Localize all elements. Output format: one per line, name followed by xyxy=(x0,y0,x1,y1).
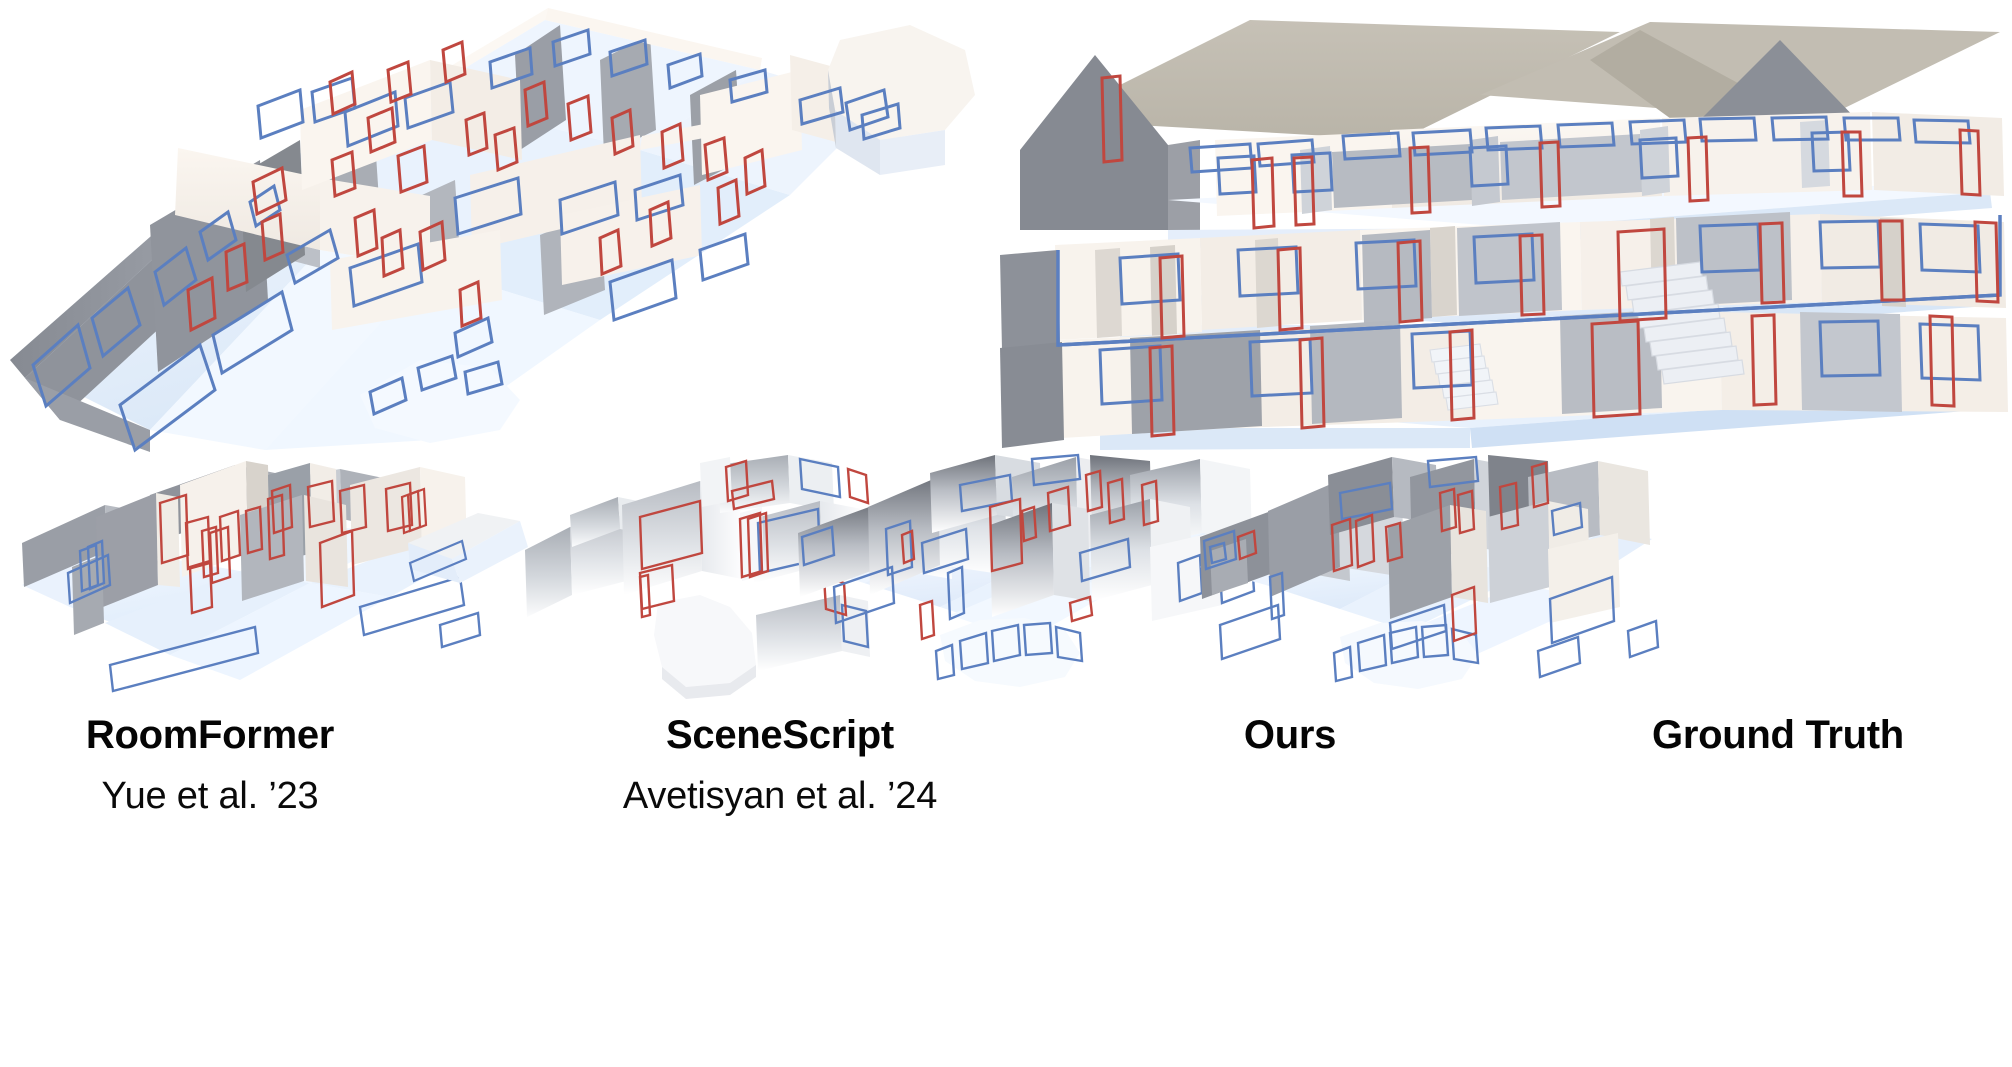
roof-surfaces xyxy=(1050,20,2000,140)
method-label-roomformer: RoomFormer xyxy=(85,713,335,757)
window-outlines xyxy=(1202,455,1660,683)
panel-multistorey-house-section xyxy=(1000,0,2012,490)
caption-roomformer: RoomFormer Yue et al. ’23 xyxy=(0,715,420,815)
wall-blocks xyxy=(1200,455,1650,623)
caption-row: RoomFormer Yue et al. ’23 SceneScript Av… xyxy=(0,715,2012,1067)
window-outlines-left xyxy=(408,539,468,583)
window-outlines xyxy=(66,539,482,693)
caption-ours: Ours xyxy=(1090,715,1490,777)
method-label-scenescript: SceneScript xyxy=(666,713,894,757)
method-label-ground-truth: Ground Truth xyxy=(1652,713,1904,757)
door-outlines xyxy=(1236,461,1550,643)
citation-label-scenescript: Avetisyan et al. ’24 xyxy=(622,775,938,817)
wall-blocks xyxy=(798,455,1252,621)
method-label-ours: Ours xyxy=(1243,713,1337,757)
panel-ground-truth-thumbnail xyxy=(1190,455,1660,705)
upper-floor-walls xyxy=(1215,112,2004,216)
floor-slab-left xyxy=(408,513,528,583)
panel-ours-thumbnail xyxy=(790,453,1260,705)
door-outlines-left xyxy=(400,487,428,535)
panel-roomformer-thumbnail xyxy=(10,455,482,705)
panel-large-sprawling-floorplan xyxy=(0,0,1000,470)
caption-scenescript: SceneScript Avetisyan et al. ’24 xyxy=(565,715,995,815)
caption-ground-truth: Ground Truth xyxy=(1578,715,1978,777)
door-outlines xyxy=(158,479,414,615)
window-outlines xyxy=(1056,115,2002,406)
door-outlines xyxy=(900,469,1160,641)
citation-label-roomformer: Yue et al. ’23 xyxy=(101,775,319,817)
door-outlines xyxy=(638,459,870,619)
octagon-tower-right xyxy=(828,25,975,175)
door-outlines xyxy=(186,39,767,333)
window-outlines xyxy=(31,27,902,453)
door-outlines xyxy=(1100,74,2000,438)
